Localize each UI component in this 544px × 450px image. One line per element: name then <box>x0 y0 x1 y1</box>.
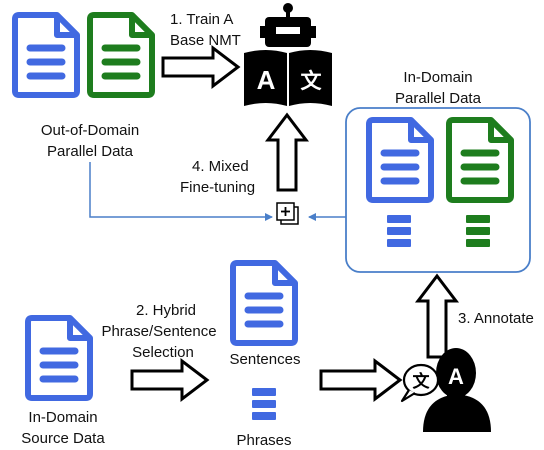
step4-label-line1: 4. Mixed <box>192 158 249 175</box>
ind-target-doc-icon <box>449 120 511 200</box>
step1-label-line1: 1. Train A <box>170 11 234 28</box>
robot-translate-icon: A 文 <box>244 3 332 106</box>
ind-source-phrases-icon <box>387 215 411 247</box>
plus-box-icon <box>276 202 299 225</box>
ood-source-doc-icon <box>15 15 77 95</box>
step2-label-line3: Selection <box>132 344 194 361</box>
train-arrow <box>161 44 241 90</box>
ind-source-label-line2: Source Data <box>21 430 105 447</box>
annotator-glyph-a: A <box>448 364 464 389</box>
phrases-label: Phrases <box>236 432 292 449</box>
sentences-doc-icon <box>233 263 295 343</box>
ind-source-doc-icon <box>369 120 431 200</box>
ood-target-doc-icon <box>90 15 152 95</box>
translate-glyph-zh: 文 <box>301 69 323 93</box>
ood-to-mix-line <box>89 162 273 221</box>
ind-parallel-label-line2: Parallel Data <box>395 90 481 107</box>
step1-label-line2: Base NMT <box>170 32 241 49</box>
ind-source-label-line1: In-Domain <box>28 409 98 426</box>
step2-label-line1: 2. Hybrid <box>135 302 197 319</box>
annotate-arrow <box>414 273 460 359</box>
ind-parallel-label-line1: In-Domain <box>403 69 473 86</box>
in-domain-parallel-box <box>345 107 531 273</box>
ood-label-line2: Parallel Data <box>47 143 133 160</box>
in-domain-source-doc-icon <box>28 318 90 398</box>
step2-label-line2: Phrase/Sentence <box>101 323 217 340</box>
annotator-glyph-zh: 文 <box>413 371 431 392</box>
phrases-stack-icon <box>252 388 276 420</box>
translate-glyph-a: A <box>257 65 276 95</box>
step3-label: 3. Annotate <box>458 310 534 327</box>
ind-target-phrases-icon <box>466 215 490 247</box>
ood-label-line1: Out-of-Domain <box>40 122 140 139</box>
sentences-label: Sentences <box>229 351 301 368</box>
human-translator-icon: A 文 <box>400 348 491 432</box>
selection-arrow <box>130 357 210 403</box>
step4-label-line2: Fine-tuning <box>180 179 256 196</box>
finetune-arrow <box>264 112 310 192</box>
to-annotator-arrow <box>319 357 403 403</box>
